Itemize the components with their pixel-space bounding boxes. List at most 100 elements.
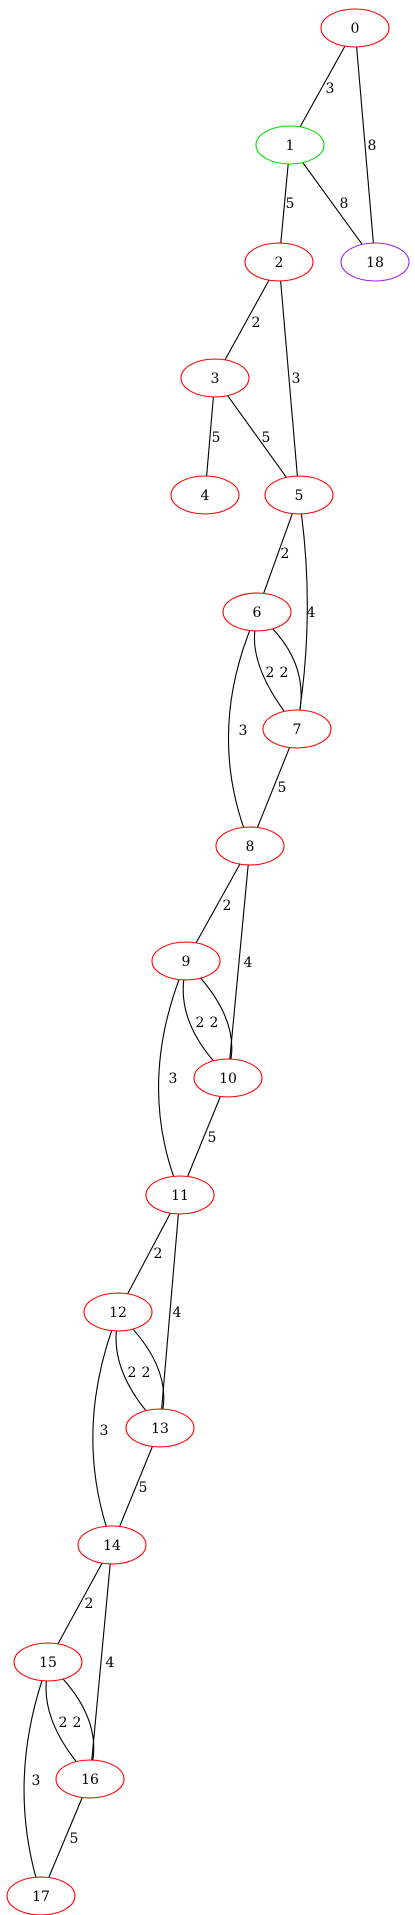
edge-line	[302, 162, 363, 245]
edge-8-9: 2	[195, 863, 241, 944]
edge-line	[92, 1330, 113, 1527]
node-1: 1	[255, 125, 325, 165]
node-9: 9	[151, 941, 221, 981]
node-label: 4	[201, 488, 210, 504]
edge-line	[299, 513, 308, 711]
edge-line	[195, 863, 241, 944]
edge-weight-label: 2	[59, 1715, 68, 1731]
node-label: 5	[295, 488, 304, 504]
node-label: 16	[81, 1772, 99, 1788]
node-ellipse	[125, 1408, 195, 1448]
edge-line	[253, 630, 285, 712]
node-3: 3	[180, 358, 250, 398]
edge-1-18: 8	[302, 162, 363, 245]
edge-weight-label: 8	[368, 138, 377, 154]
edge-16-17: 5	[48, 1797, 83, 1878]
edge-line	[127, 1212, 171, 1295]
node-17: 17	[6, 1876, 76, 1915]
node-18: 18	[340, 242, 410, 282]
edge-11-13: 4	[161, 1213, 182, 1410]
edge-0-18: 8	[356, 46, 377, 244]
edge-11-12: 2	[127, 1212, 171, 1295]
node-ellipse	[170, 475, 240, 515]
edge-weight-label: 5	[278, 780, 287, 796]
node-ellipse	[193, 1058, 263, 1098]
node-10: 10	[193, 1058, 263, 1098]
edge-line	[48, 1797, 83, 1878]
node-label: 14	[103, 1538, 121, 1554]
node-ellipse	[83, 1292, 153, 1332]
node-label: 15	[39, 1655, 57, 1671]
edge-weight-label: 2	[154, 1246, 163, 1262]
edge-weight-label: 3	[169, 1071, 178, 1087]
node-13: 13	[125, 1408, 195, 1448]
node-8: 8	[215, 826, 285, 866]
node-label: 12	[109, 1305, 127, 1321]
node-ellipse	[77, 1525, 147, 1565]
node-ellipse	[180, 358, 250, 398]
edge-weight-label: 4	[244, 955, 253, 971]
node-5: 5	[264, 475, 334, 515]
edge-5-7: 4	[299, 513, 316, 711]
edge-weight-label: 3	[292, 371, 301, 387]
edge-1-2: 5	[280, 163, 295, 244]
node-ellipse	[13, 1642, 83, 1682]
edge-line	[62, 1678, 95, 1761]
edge-line	[57, 1562, 103, 1645]
edge-weight-label: 2	[210, 1015, 219, 1031]
node-label: 10	[219, 1071, 237, 1087]
node-label: 0	[351, 21, 360, 37]
node-label: 7	[293, 722, 302, 738]
edge-weight-label: 2	[73, 1715, 82, 1731]
edge-weight-label: 3	[32, 1773, 41, 1789]
edge-14-16: 4	[91, 1563, 115, 1761]
edge-weight-label: 2	[128, 1365, 137, 1381]
edge-line	[23, 1680, 43, 1878]
edge-weight-label: 2	[196, 1015, 205, 1031]
edge-weight-label: 2	[280, 665, 289, 681]
node-ellipse	[145, 1175, 215, 1215]
edge-12-14: 3	[92, 1330, 113, 1527]
edge-line	[229, 864, 249, 1060]
edge-9-10: 2	[182, 979, 214, 1062]
node-ellipse	[264, 475, 334, 515]
edge-line	[256, 747, 291, 828]
edge-weight-label: 4	[173, 1305, 182, 1321]
node-ellipse	[262, 709, 332, 749]
node-2: 2	[244, 242, 314, 282]
edge-weight-label: 8	[340, 196, 349, 212]
node-16: 16	[55, 1759, 125, 1799]
node-label: 17	[32, 1889, 50, 1905]
edge-5-6: 2	[263, 513, 293, 594]
node-15: 15	[13, 1642, 83, 1682]
edge-weight-label: 5	[139, 1480, 148, 1496]
node-0: 0	[320, 8, 390, 48]
edge-line	[187, 1096, 221, 1177]
edge-weight-label: 2	[266, 665, 275, 681]
edge-weight-label: 2	[142, 1365, 151, 1381]
edge-line	[280, 163, 289, 244]
node-label: 6	[253, 605, 262, 621]
node-4: 4	[170, 475, 240, 515]
edge-line	[227, 395, 287, 478]
node-label: 3	[211, 371, 220, 387]
edge-15-16: 2	[45, 1680, 77, 1762]
edge-weight-label: 3	[100, 1423, 109, 1439]
edge-weight-label: 5	[286, 196, 295, 212]
edge-6-7: 2	[272, 628, 302, 711]
edge-line	[227, 630, 251, 828]
edge-weight-label: 5	[262, 430, 271, 446]
edge-line	[224, 279, 270, 361]
node-ellipse	[255, 125, 325, 165]
node-label: 13	[151, 1421, 169, 1437]
edge-3-5: 5	[227, 395, 287, 478]
edge-8-10: 4	[229, 864, 253, 1060]
edge-6-8: 3	[227, 630, 251, 828]
edge-6-7: 2	[253, 630, 285, 712]
edge-line	[132, 1328, 165, 1410]
node-label: 18	[366, 255, 384, 271]
edge-weight-label: 3	[239, 723, 248, 739]
edge-line	[161, 1213, 179, 1410]
